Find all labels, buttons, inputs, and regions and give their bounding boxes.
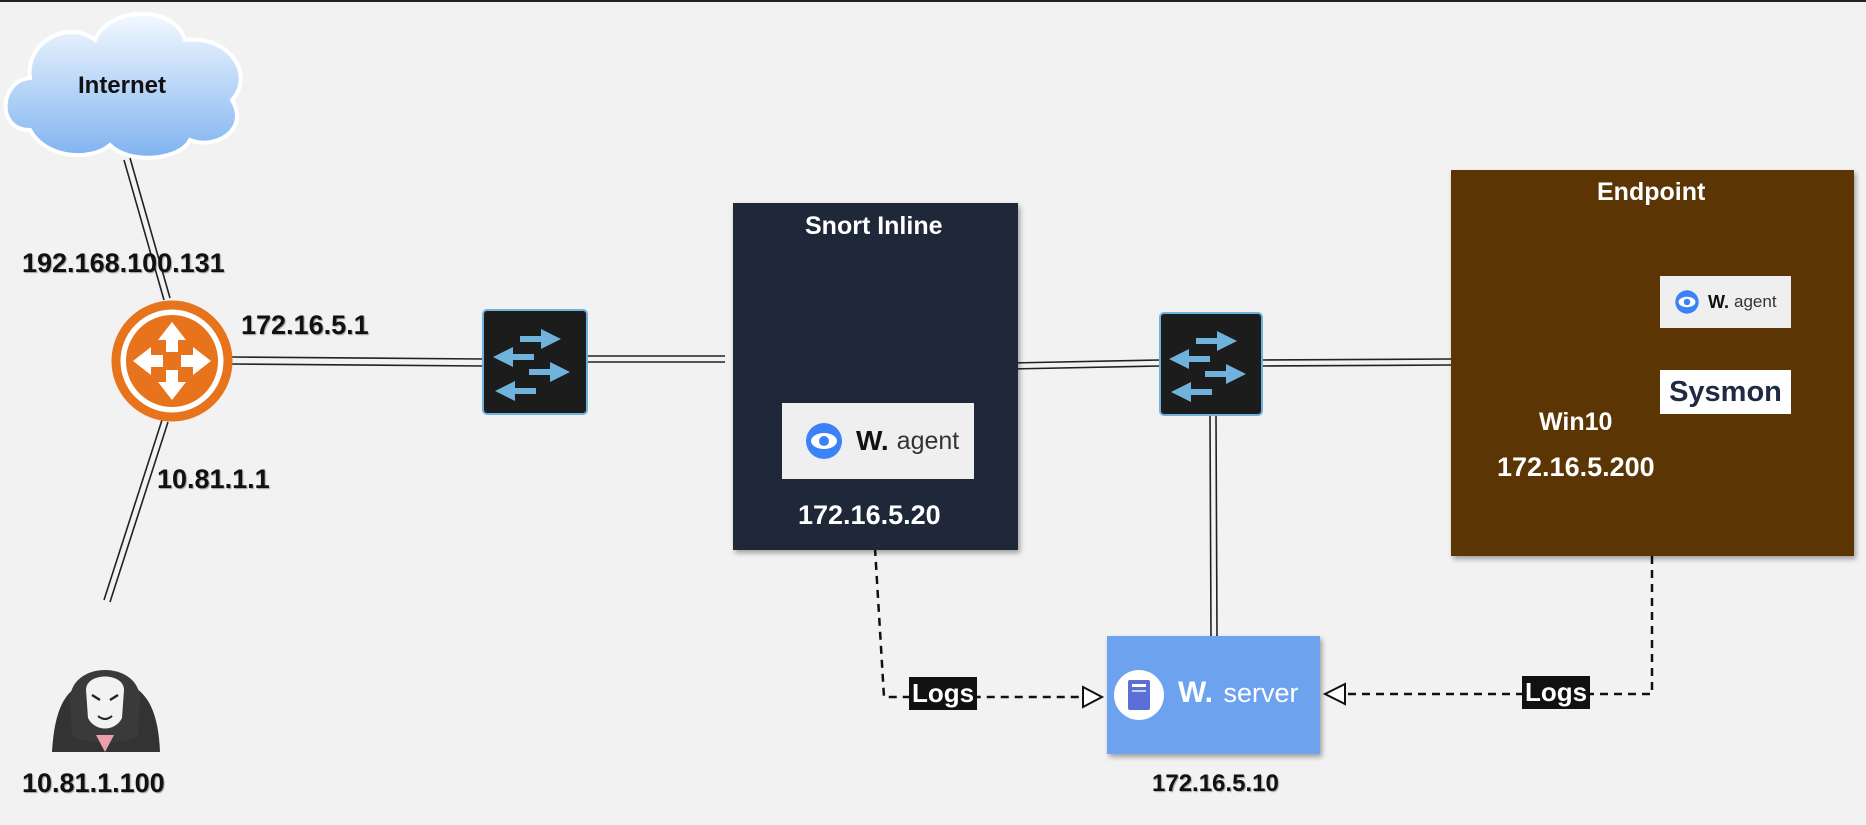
agent-label: agent bbox=[1734, 292, 1777, 311]
server-label: W. server bbox=[1178, 676, 1298, 710]
wazuh-logo-icon bbox=[806, 423, 842, 459]
link-switch1-snort bbox=[588, 355, 725, 363]
snort-title: Snort Inline bbox=[805, 212, 943, 240]
sysmon-badge: Sysmon bbox=[1660, 370, 1791, 414]
link-router-attacker bbox=[103, 419, 169, 603]
server-w-mark: W. bbox=[1178, 676, 1213, 709]
wazuh-logo-icon bbox=[1675, 290, 1699, 314]
link-switch2-server bbox=[1209, 415, 1218, 637]
snort-ip: 172.16.5.20 bbox=[798, 500, 941, 530]
router-icon bbox=[111, 300, 233, 422]
links bbox=[103, 157, 1452, 637]
router-lan-ip: 172.16.5.1 bbox=[241, 310, 369, 340]
server-icon bbox=[1128, 680, 1150, 710]
server-logo-icon bbox=[1114, 670, 1164, 720]
endpoint-host: Win10 bbox=[1539, 408, 1613, 436]
wazuh-agent-card: W. agent bbox=[1660, 276, 1791, 328]
agent-w-mark: W. bbox=[856, 425, 889, 456]
server-ip: 172.16.5.10 bbox=[1152, 770, 1279, 797]
log-arrow-endpoint bbox=[1345, 556, 1654, 696]
router-wan-ip: 192.168.100.131 bbox=[22, 248, 225, 278]
snort-inline-box bbox=[733, 203, 1018, 550]
logs-label-left: Logs bbox=[909, 677, 978, 710]
wazuh-agent-card: W. agent bbox=[782, 403, 974, 479]
endpoint-title: Endpoint bbox=[1597, 178, 1706, 206]
agent-w-mark: W. bbox=[1708, 291, 1729, 312]
server-text: server bbox=[1223, 678, 1299, 708]
cloud-icon bbox=[3, 11, 243, 160]
endpoint-box bbox=[1451, 170, 1854, 556]
switch-icon bbox=[1159, 312, 1263, 416]
endpoint-ip: 172.16.5.200 bbox=[1497, 452, 1655, 482]
link-router-switch1 bbox=[231, 356, 484, 367]
hacker-icon bbox=[52, 670, 160, 752]
logs-label-right: Logs bbox=[1522, 676, 1591, 709]
log-arrow-snort bbox=[873, 547, 1085, 699]
link-switch2-endpoint bbox=[1261, 358, 1452, 367]
log-arrowhead-left bbox=[1082, 685, 1105, 709]
internet-label: Internet bbox=[77, 72, 166, 99]
switch-icon bbox=[482, 309, 588, 415]
link-internet-router bbox=[123, 157, 171, 301]
log-arrowhead-right bbox=[1322, 682, 1346, 706]
router-attacker-ip: 10.81.1.1 bbox=[157, 464, 270, 494]
attacker-ip: 10.81.1.100 bbox=[22, 768, 165, 798]
top-border bbox=[0, 0, 1866, 2]
link-snort-switch2 bbox=[1009, 359, 1161, 370]
agent-label: agent bbox=[896, 426, 960, 455]
